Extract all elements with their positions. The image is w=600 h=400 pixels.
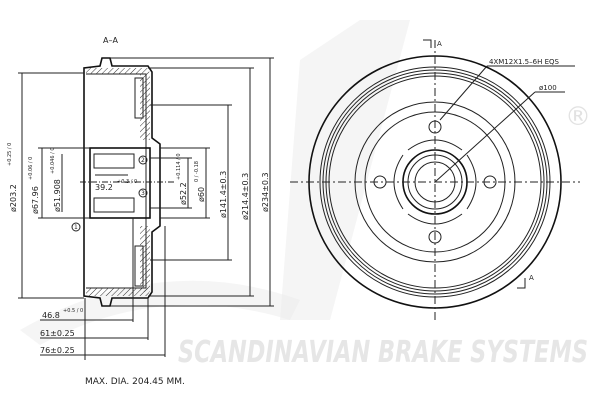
dim-w46-tol: +0.5 / 0 [63, 308, 83, 314]
section-view: A–A ø203 [7, 36, 274, 360]
dim-d203-tol: +0.25 / 0 [7, 143, 13, 166]
dim-d60-tol: 0 / -0.18 [194, 161, 200, 182]
svg-text:3: 3 [141, 190, 145, 197]
watermark-logo: ® SCANDINAVIAN BRAKE SYSTEMS [20, 20, 591, 370]
registered-mark: ® [565, 102, 591, 132]
dim-d234: ø234±0.3 [261, 172, 270, 212]
front-view: A A 4XM12X1.5–6H EQS ø100 [290, 39, 580, 320]
dim-w76: 76±0.25 [40, 346, 75, 355]
callout-2: 2 [138, 155, 148, 165]
dim-d39: 39.2 [95, 183, 113, 192]
dim-w46: 46.8 [42, 311, 60, 320]
dim-d60: ø60 [197, 187, 206, 202]
dim-d203: ø203.2 [9, 184, 18, 212]
dim-d51: ø51.908 [53, 179, 62, 212]
svg-text:1: 1 [74, 224, 78, 231]
section-mark-top: A [437, 40, 442, 48]
callout-3: 3 [138, 188, 148, 198]
callout-1: 1 [71, 222, 81, 232]
svg-text:2: 2 [141, 157, 145, 164]
dim-d214: ø214.4±0.3 [241, 173, 250, 220]
thread-note: 4XM12X1.5–6H EQS [489, 58, 559, 66]
dim-d39-tol: +0.3 / 0 [117, 179, 137, 185]
dim-d52: ø52.2 [179, 182, 188, 205]
pcd-note: ø100 [539, 84, 557, 92]
dim-d67-tol: +0.06 / 0 [28, 157, 34, 180]
section-mark-bottom: A [529, 274, 534, 282]
section-label: A–A [103, 36, 118, 45]
dim-d67: ø67.96 [31, 186, 40, 214]
dim-d141: ø141.4±0.3 [219, 171, 228, 218]
watermark-tagline: SCANDINAVIAN BRAKE SYSTEMS [178, 335, 588, 370]
dim-d52-tol: +0.114 / 0 [176, 153, 182, 180]
dim-w61: 61±0.25 [40, 329, 75, 338]
dim-d51-tol: +0.046 / 0 [50, 147, 56, 174]
max-diameter-note: MAX. DIA. 204.45 MM. [85, 377, 185, 387]
